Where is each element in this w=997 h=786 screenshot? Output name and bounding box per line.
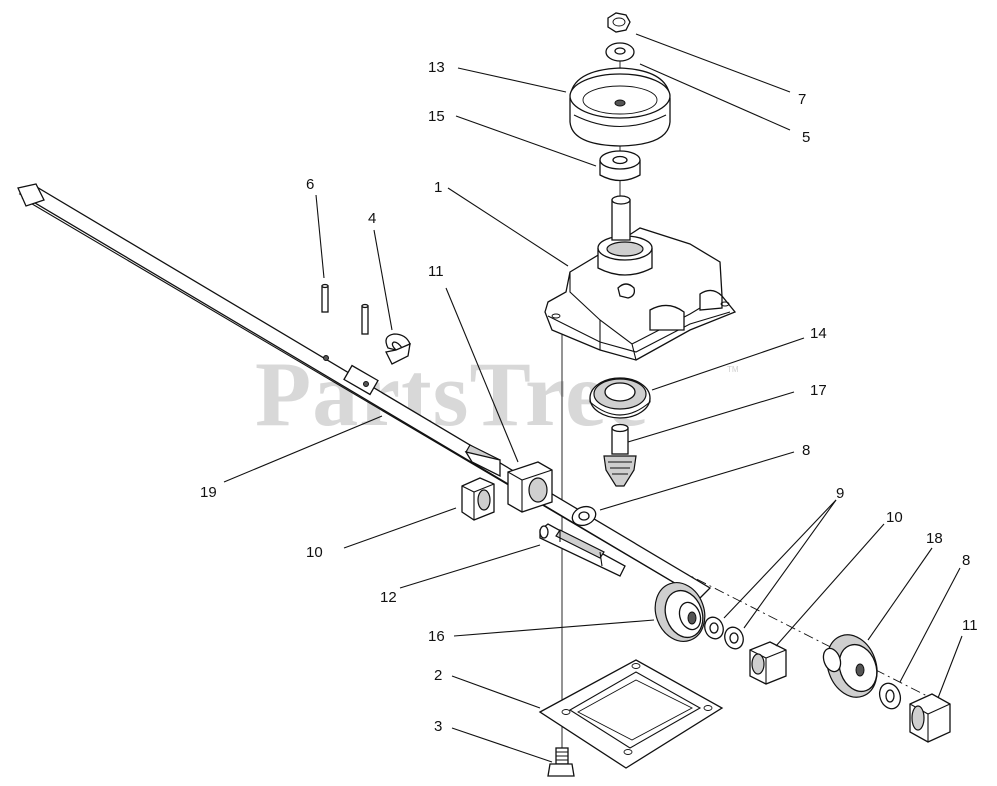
part-washer-top[interactable]: [605, 42, 635, 62]
part-pinion-shaft[interactable]: [603, 423, 637, 487]
callout-19: 19: [200, 484, 217, 501]
part-roll-pin-6[interactable]: [321, 283, 329, 361]
callout-10-right: 10: [886, 509, 903, 526]
callout-11-upper: 11: [428, 263, 444, 280]
part-bolt[interactable]: [547, 747, 575, 777]
callout-labels: 7 13 5 15 1 6 4 11 14 17 8 19 9 10 10 18…: [200, 59, 978, 735]
leader-lines: [223, 33, 963, 763]
part-drive-shaft[interactable]: [539, 523, 626, 577]
part-nut[interactable]: [607, 12, 631, 33]
part-spur-gear[interactable]: [819, 628, 886, 705]
part-bearing[interactable]: [589, 377, 651, 419]
callout-18: 18: [926, 530, 943, 547]
part-pulley[interactable]: [569, 67, 671, 147]
callout-8-lower: 8: [962, 552, 970, 569]
callout-15: 15: [428, 108, 445, 125]
callout-7: 7: [798, 91, 806, 108]
part-bushing-upper[interactable]: [507, 461, 553, 513]
part-bevel-gear[interactable]: [647, 576, 713, 649]
part-washer-9b[interactable]: [722, 625, 746, 652]
callout-5: 5: [802, 129, 810, 146]
callout-3: 3: [434, 718, 442, 735]
part-bushing-lower[interactable]: [909, 693, 951, 743]
callout-9: 9: [836, 485, 844, 502]
part-cover-plate[interactable]: [538, 659, 724, 769]
callout-13: 13: [428, 59, 445, 76]
part-washer-8-lower[interactable]: [876, 680, 904, 711]
callout-1: 1: [434, 179, 442, 196]
callout-2: 2: [434, 667, 442, 684]
callout-11-lower: 11: [962, 617, 978, 634]
part-retaining-clip[interactable]: [385, 333, 411, 365]
callout-10-left: 10: [306, 544, 323, 561]
callout-14: 14: [810, 325, 827, 342]
part-bushing-right[interactable]: [749, 641, 787, 685]
callout-6: 6: [306, 176, 314, 193]
callout-4: 4: [368, 210, 376, 227]
part-spacer[interactable]: [599, 150, 641, 182]
callout-17: 17: [810, 382, 827, 399]
callout-12: 12: [380, 589, 397, 606]
callout-8-upper: 8: [802, 442, 810, 459]
part-washer-8-upper[interactable]: [570, 503, 599, 528]
part-washer-9a[interactable]: [702, 615, 726, 642]
callout-16: 16: [428, 628, 445, 645]
part-gear-case[interactable]: [544, 195, 737, 361]
watermark-trademark: TM: [727, 365, 739, 374]
part-bushing-left[interactable]: [461, 477, 495, 521]
part-roll-pin[interactable]: [361, 303, 369, 387]
